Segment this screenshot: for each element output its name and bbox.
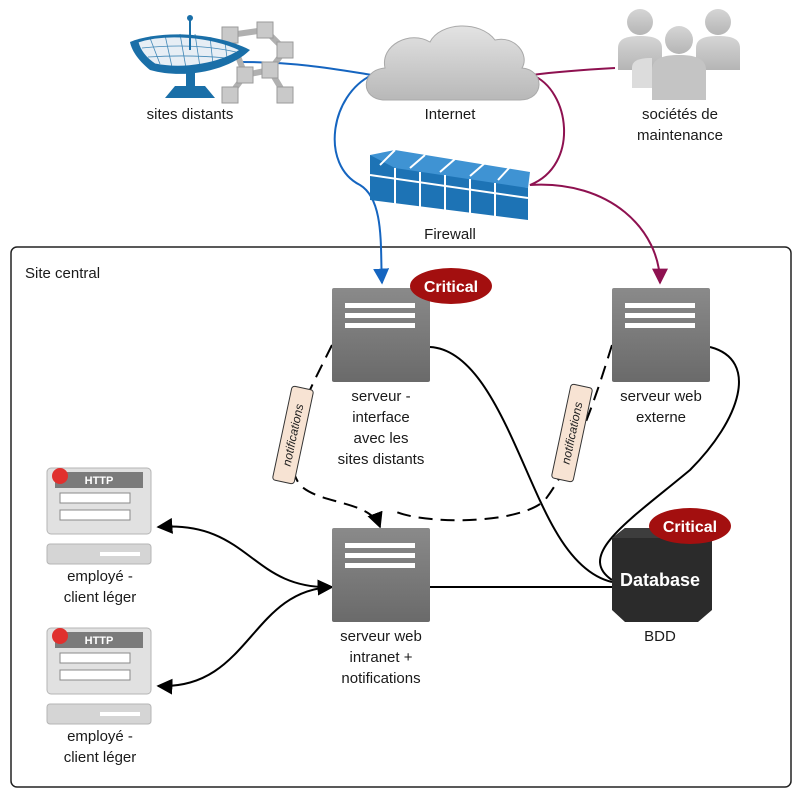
link-internet-serveur-externe [529,74,668,285]
link-externe-database [599,346,740,581]
label-site-central: Site central [25,265,101,282]
cloud-icon [365,25,540,101]
link-sites-internet [239,61,373,76]
site-central-frame [10,246,792,788]
notification-tag-right: notifications [551,383,593,483]
thin-client-icon-2: HTTP [46,627,152,725]
firewall-icon [369,149,530,220]
database-text: Database [620,570,700,590]
label-serveur-interface: serveur - interface avec les sites dista… [337,388,425,468]
server-intranet-icon [332,528,430,622]
satellite-dish-icon [130,15,294,104]
http-text-2: HTTP [85,635,114,647]
label-bdd: BDD [644,628,676,645]
link-societes-internet [531,67,616,76]
link-employe2-intranet [156,579,334,695]
critical-badge-2: Critical [649,508,731,544]
critical-text-2: Critical [663,519,717,536]
critical-text-1: Critical [424,279,478,296]
link-internet-serveur-interface [333,74,390,285]
label-employe-2: employé - client léger [63,728,137,766]
label-serveur-web-externe: serveur web externe [620,388,702,426]
notification-tag-left: notifications [272,385,314,485]
link-notif-interface [290,344,383,529]
link-interface-database [429,346,613,583]
http-text-1: HTTP [85,475,114,487]
label-sites-distants: sites distants [146,106,234,123]
label-employe-1: employé - client léger [63,568,137,606]
label-firewall: Firewall [424,226,476,243]
label-serveur-intranet: serveur web intranet + notifications [340,628,422,687]
server-web-externe-icon [612,288,710,382]
label-societes: sociétés de maintenance [637,106,723,144]
server-interface-icon [332,288,430,382]
label-internet: Internet [424,106,476,123]
critical-badge-1: Critical [410,268,492,304]
link-employe1-intranet [156,517,334,596]
thin-client-icon-1: HTTP [46,467,152,565]
people-group-icon [618,9,740,100]
link-notif-externe [391,344,613,522]
